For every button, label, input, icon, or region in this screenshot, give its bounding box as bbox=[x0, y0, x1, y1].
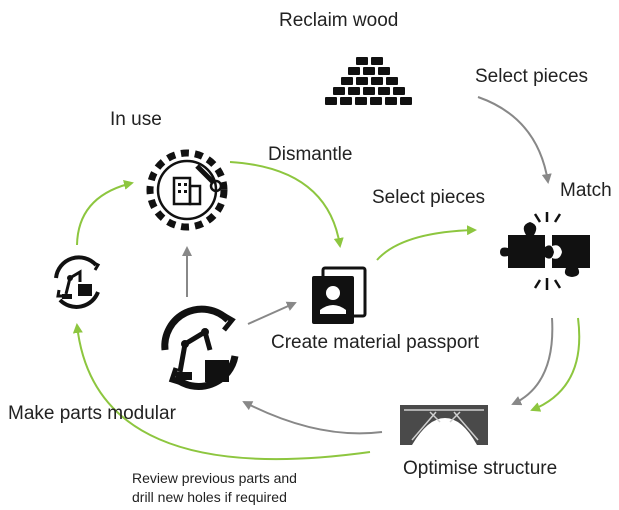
label-review-note: Review previous parts and drill new hole… bbox=[132, 469, 297, 507]
arrow-match-green bbox=[530, 317, 581, 412]
topology-structure-icon bbox=[400, 405, 488, 445]
label-select-pieces-mid: Select pieces bbox=[372, 187, 486, 208]
puzzle-match-icon bbox=[500, 212, 590, 290]
arrow-review bbox=[242, 401, 383, 435]
arrow-to-passport bbox=[247, 301, 297, 325]
label-select-pieces-top: Select pieces bbox=[475, 66, 589, 87]
arrow-select-pieces-top bbox=[477, 96, 552, 184]
arrow-dismantle bbox=[229, 161, 344, 248]
review-note-line2: drill new holes if required bbox=[132, 489, 287, 505]
arrow-match-grey bbox=[511, 317, 554, 406]
arrow-modular bbox=[72, 323, 371, 461]
robot-arm-cycle-icon bbox=[161, 305, 239, 390]
label-dismantle: Dismantle bbox=[268, 144, 353, 165]
label-optimise-structure: Optimise structure bbox=[403, 458, 558, 479]
brick-wall-icon bbox=[325, 57, 412, 105]
label-in-use: In use bbox=[110, 109, 162, 130]
arrow-select-pieces-mid bbox=[376, 225, 477, 261]
building-gear-icon bbox=[146, 149, 228, 231]
passport-icon bbox=[312, 266, 367, 324]
label-reclaim-wood: Reclaim wood bbox=[279, 10, 399, 31]
robot-arm-small-icon bbox=[54, 255, 101, 309]
arrows bbox=[72, 96, 581, 461]
review-note-line1: Review previous parts and bbox=[132, 470, 297, 486]
label-make-modular: Make parts modular bbox=[8, 403, 176, 424]
label-match: Match bbox=[560, 180, 612, 201]
label-create-passport: Create material passport bbox=[271, 332, 480, 353]
arrow-up-left bbox=[76, 180, 134, 246]
